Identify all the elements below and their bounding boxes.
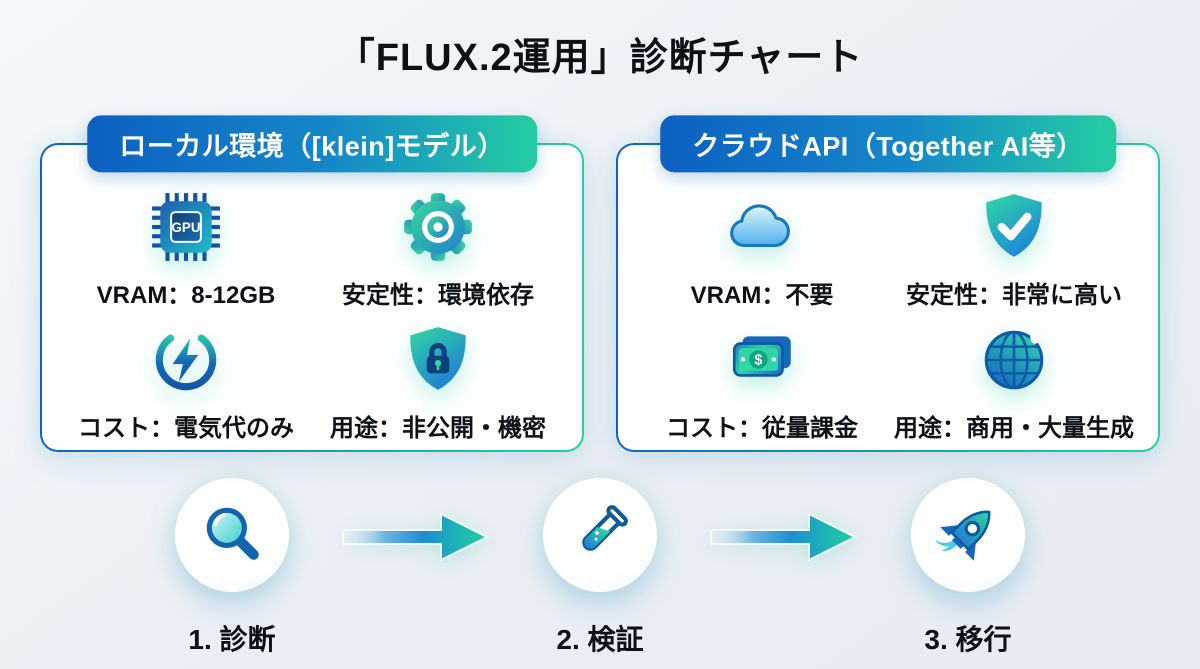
comparison-cards: ローカル環境（[klein]モデル） xyxy=(0,115,1200,452)
rocket-icon xyxy=(935,500,1001,571)
shield-lock-icon xyxy=(401,320,475,400)
feature-vram-local: GPU VRAM：8-12GB xyxy=(60,187,312,310)
shield-check-icon xyxy=(977,187,1051,267)
money-icon: $ xyxy=(722,320,802,400)
step-circle xyxy=(543,478,657,592)
globe-icon xyxy=(977,320,1051,400)
step-label: 3. 移行 xyxy=(924,624,1012,655)
gear-icon xyxy=(401,187,475,267)
arrow-right-icon xyxy=(709,509,859,570)
feature-label: コスト：従量課金 xyxy=(666,415,858,442)
test-tube-icon xyxy=(567,500,633,571)
power-bolt-icon xyxy=(149,320,223,400)
step-diagnose: 1. 診断 xyxy=(147,478,317,658)
feature-cost-local: コスト：電気代のみ xyxy=(60,320,312,443)
card-cloud-header: クラウドAPI（Together AI等） xyxy=(660,115,1116,173)
feature-label: 用途：非公開・機密 xyxy=(330,415,546,442)
feature-usage-local: 用途：非公開・機密 xyxy=(312,320,564,443)
feature-label: 安定性：非常に高い xyxy=(906,282,1122,309)
feature-stability-local: 安定性：環境依存 xyxy=(312,187,564,310)
feature-stability-cloud: 安定性：非常に高い xyxy=(888,187,1140,310)
step-label: 1. 診断 xyxy=(188,624,276,655)
card-cloud-api: クラウドAPI（Together AI等） VRAM： xyxy=(616,115,1160,452)
feature-vram-cloud: VRAM：不要 xyxy=(636,187,888,310)
svg-text:GPU: GPU xyxy=(172,220,201,235)
feature-label: コスト：電気代のみ xyxy=(78,415,294,442)
process-flow: 1. 診断 xyxy=(0,478,1200,658)
feature-usage-cloud: 用途：商用・大量生成 xyxy=(888,320,1140,443)
step-circle xyxy=(175,478,289,592)
feature-label: VRAM：不要 xyxy=(690,282,834,309)
magnifier-icon xyxy=(199,500,265,571)
feature-label: VRAM：8-12GB xyxy=(96,282,276,309)
page-title: 「FLUX.2運用」診断チャート xyxy=(336,37,864,79)
gpu-chip-icon: GPU xyxy=(149,187,223,267)
card-local-env: ローカル環境（[klein]モデル） xyxy=(40,115,584,452)
feature-label: 用途：商用・大量生成 xyxy=(894,415,1134,442)
card-cloud-grid: VRAM：不要 安定 xyxy=(618,145,1158,457)
step-label: 2. 検証 xyxy=(556,624,644,655)
feature-cost-cloud: $ コスト：従量課金 xyxy=(636,320,888,443)
step-circle xyxy=(911,478,1025,592)
feature-label: 安定性：環境依存 xyxy=(342,282,534,309)
card-local-header: ローカル環境（[klein]モデル） xyxy=(87,115,537,173)
card-local-grid: GPU VRAM：8-12GB xyxy=(42,145,582,457)
step-migrate: 3. 移行 xyxy=(883,478,1053,658)
svg-text:$: $ xyxy=(754,353,762,369)
cloud-icon xyxy=(722,187,802,267)
arrow-right-icon xyxy=(341,509,491,570)
step-verify: 2. 検証 xyxy=(515,478,685,658)
